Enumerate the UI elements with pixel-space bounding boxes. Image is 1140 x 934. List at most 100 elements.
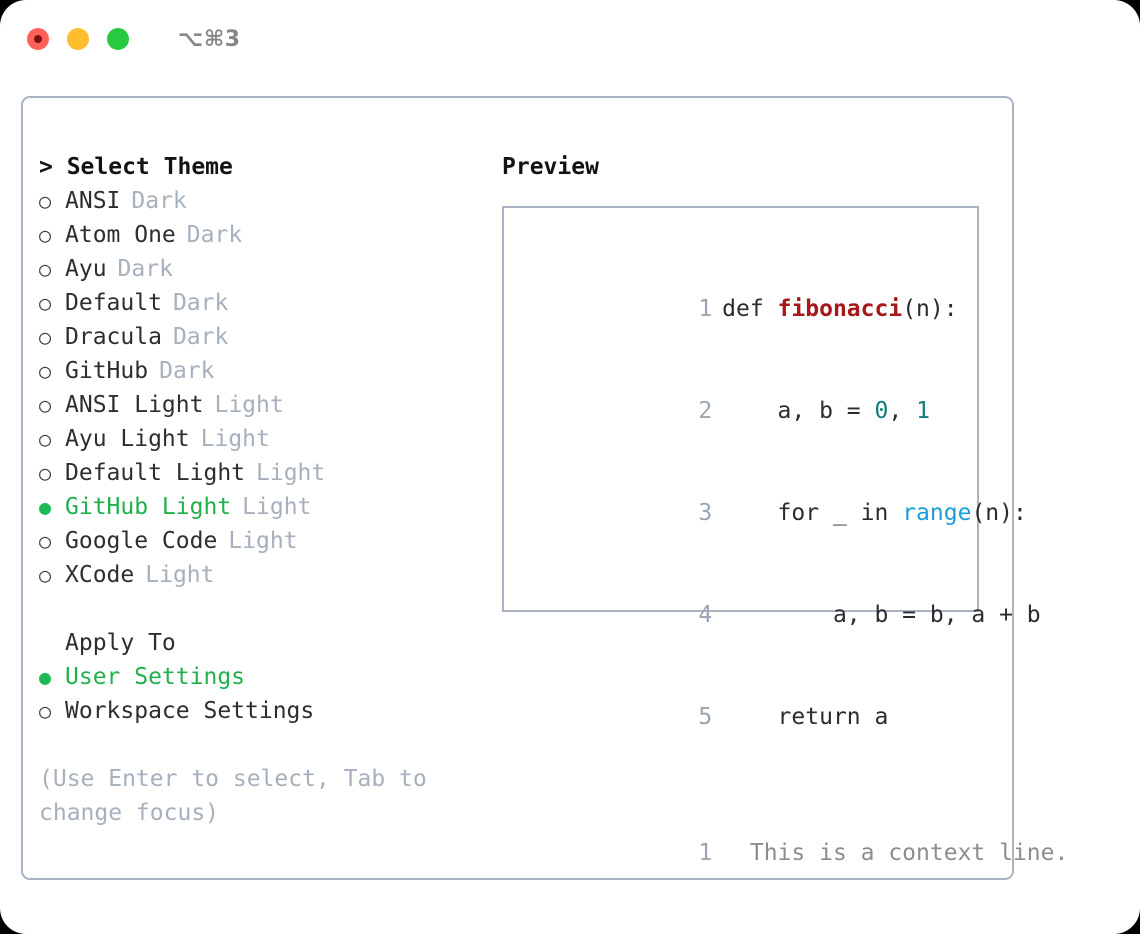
theme-option-ansi-dark[interactable]: ○ ANSI Dark [39, 184, 499, 218]
theme-selector-panel: > Select Theme ○ ANSI Dark ○ Atom One Da… [21, 96, 1068, 880]
theme-variant-badge: Light [214, 392, 284, 418]
theme-option-label: GitHub Light [65, 494, 232, 520]
theme-option-ayu-dark[interactable]: ○ Ayu Dark [39, 252, 499, 286]
theme-option-default-dark[interactable]: ○ Default Dark [39, 286, 499, 320]
code-line: 3 for _ in range(n): [522, 462, 1027, 564]
radio-selected-icon: ● [39, 495, 52, 519]
code-line: 4 a, b = b, a + b [522, 564, 1040, 666]
theme-variant-badge: Dark [131, 188, 187, 214]
theme-option-label: Atom One [65, 222, 176, 248]
keyboard-hint-text: (Use Enter to select, Tab to change focu… [39, 766, 427, 826]
radio-icon: ○ [39, 563, 52, 587]
code-token: def [722, 296, 778, 322]
select-theme-heading: > Select Theme [39, 154, 233, 180]
radio-icon: ○ [39, 359, 52, 383]
theme-variant-badge: Light [242, 494, 312, 520]
radio-selected-icon: ● [39, 665, 52, 689]
theme-option-label: ANSI [65, 188, 121, 214]
theme-option-google-code[interactable]: ○ Google Code Light [39, 524, 499, 558]
theme-option-label: XCode [65, 562, 135, 588]
code-token: return a [722, 704, 889, 730]
radio-icon: ○ [39, 223, 52, 247]
maximize-window-button[interactable] [107, 28, 129, 50]
theme-option-dracula-dark[interactable]: ○ Dracula Dark [39, 320, 499, 354]
list-spacer [39, 592, 499, 626]
theme-variant-badge: Dark [172, 324, 229, 350]
code-token: (n): [902, 296, 958, 322]
diff-line-text: This is a context line. [722, 840, 1069, 866]
theme-variant-badge: Dark [186, 222, 243, 248]
code-token: , [888, 398, 917, 424]
code-token: a, b = b, a + b [722, 602, 1041, 628]
radio-icon: ○ [39, 529, 52, 553]
theme-list-column: > Select Theme ○ ANSI Dark ○ Atom One Da… [39, 150, 499, 830]
apply-to-option-label: User Settings [65, 664, 246, 690]
line-number: 5 [698, 704, 713, 730]
code-token-function: fibonacci [777, 296, 903, 322]
apply-to-option-workspace-settings[interactable]: ○ Workspace Settings [39, 694, 499, 728]
theme-option-github-dark[interactable]: ○ GitHub Dark [39, 354, 499, 388]
theme-option-label: ANSI Light [65, 392, 204, 418]
line-number: 1 [698, 296, 713, 322]
theme-option-xcode[interactable]: ○ XCode Light [39, 558, 499, 592]
keyboard-shortcut-label: ⌥⌘3 [178, 26, 241, 52]
radio-icon: ○ [39, 325, 52, 349]
theme-option-label: Default [65, 290, 162, 316]
code-token-number: 0 [874, 398, 889, 424]
theme-variant-badge: Dark [117, 256, 173, 282]
theme-option-atom-one-dark[interactable]: ○ Atom One Dark [39, 218, 499, 252]
line-number: 2 [698, 398, 713, 424]
line-number: 4 [698, 602, 713, 628]
theme-option-list: ○ ANSI Dark ○ Atom One Dark ○ Ayu Dark ○… [39, 184, 499, 592]
diff-sample-block: 1 This is a context line. 2- This line w… [522, 802, 1068, 934]
close-window-button[interactable] [27, 28, 49, 50]
traffic-lights [27, 28, 129, 50]
code-line: 1 def fibonacci(n): [522, 258, 977, 360]
radio-icon: ○ [39, 393, 52, 417]
theme-variant-badge: Dark [172, 290, 229, 316]
theme-option-github-light[interactable]: ● GitHub Light Light [39, 490, 499, 524]
radio-icon: ○ [39, 189, 52, 213]
radio-icon: ○ [39, 291, 52, 315]
radio-icon: ○ [39, 257, 52, 281]
diff-line-deleted: 2- This line was deleted. [522, 904, 977, 934]
apply-to-option-label: Workspace Settings [65, 698, 315, 724]
theme-variant-badge: Light [145, 562, 215, 588]
code-token-builtin: range [902, 500, 972, 526]
line-number: 3 [698, 500, 713, 526]
code-token: (n): [971, 500, 1027, 526]
theme-option-default-light[interactable]: ○ Default Light Light [39, 456, 499, 490]
theme-variant-badge: Light [228, 528, 298, 554]
theme-option-label: GitHub [65, 358, 149, 384]
apply-to-option-user-settings[interactable]: ● User Settings [39, 660, 499, 694]
code-line: 2 a, b = 0, 1 [522, 360, 977, 462]
preview-heading: Preview [502, 154, 599, 180]
theme-variant-badge: Light [200, 426, 270, 452]
theme-variant-badge: Light [256, 460, 326, 486]
apply-to-heading: Apply To [65, 630, 176, 656]
apply-to-option-list: ● User Settings ○ Workspace Settings [39, 660, 499, 728]
preview-block-spacer [522, 768, 977, 802]
code-token-number: 1 [916, 398, 930, 424]
radio-icon: ○ [39, 699, 52, 723]
line-number: 1 [698, 840, 713, 866]
minimize-window-button[interactable] [67, 28, 89, 50]
theme-option-ayu-light[interactable]: ○ Ayu Light Light [39, 422, 499, 456]
code-token: for _ in [722, 500, 903, 526]
theme-option-label: Dracula [65, 324, 162, 350]
theme-option-label: Google Code [65, 528, 218, 554]
diff-line-context: 1 This is a context line. [522, 802, 1068, 904]
theme-option-ansi-light[interactable]: ○ ANSI Light Light [39, 388, 499, 422]
radio-icon: ○ [39, 427, 52, 451]
theme-variant-badge: Dark [159, 358, 215, 384]
code-token: a, b = [722, 398, 875, 424]
theme-option-label: Default Light [65, 460, 246, 486]
title-bar: ⌥⌘3 [0, 0, 1140, 78]
theme-option-label: Ayu [65, 256, 107, 282]
radio-icon: ○ [39, 461, 52, 485]
theme-option-label: Ayu Light [65, 426, 190, 452]
